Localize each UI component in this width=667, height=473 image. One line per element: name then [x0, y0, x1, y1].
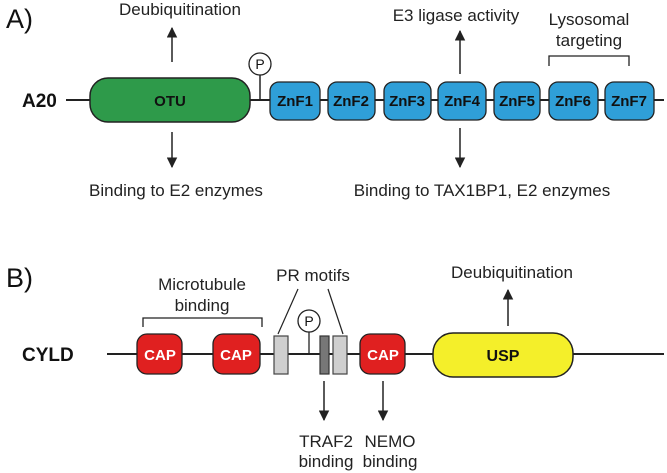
- lysosomal-bracket: [548, 55, 630, 66]
- nemo-label-line2: binding: [363, 452, 418, 471]
- deubiquitination-label-a: Deubiquitination: [119, 0, 241, 19]
- pr-motif-box-1: [273, 335, 289, 375]
- cap3-label: CAP: [367, 347, 399, 364]
- cap1-label: CAP: [144, 347, 176, 364]
- pr-motif-box-3: [332, 335, 348, 375]
- znf1-domain: [269, 81, 321, 121]
- znf2-label: ZnF2: [333, 93, 369, 110]
- panel-b: B) CYLD Microtubule binding CAP CAP CAP …: [6, 263, 664, 471]
- panel-b-label: B): [6, 263, 33, 293]
- deubiquitination-label-b: Deubiquitination: [451, 263, 573, 282]
- cap3-domain: [359, 333, 406, 375]
- binding-e2-label: Binding to E2 enzymes: [89, 181, 263, 200]
- nemo-label-line1: NEMO: [365, 432, 416, 451]
- panel-a: A) A20 OTU P ZnF1 ZnF2 ZnF3 ZnF4 ZnF5 Zn…: [6, 0, 664, 200]
- usp-label: USP: [487, 348, 520, 365]
- cap1-domain: [136, 333, 183, 375]
- traf2-label-line2: binding: [299, 452, 354, 471]
- znf1-label: ZnF1: [277, 93, 313, 110]
- znf3-domain: [383, 81, 432, 121]
- znf4-domain: [437, 81, 487, 121]
- phospho-label-b: P: [304, 313, 313, 329]
- usp-domain: [432, 332, 574, 378]
- lysosomal-label-line2: targeting: [556, 31, 622, 50]
- pr-motif-line-right: [327, 288, 344, 335]
- microtubule-label-line1: Microtubule: [158, 275, 246, 294]
- phospho-site-a: [248, 52, 272, 76]
- pr-motif-box-2: [319, 335, 330, 375]
- znf5-label: ZnF5: [499, 93, 535, 110]
- znf3-label: ZnF3: [389, 93, 425, 110]
- znf6-label: ZnF6: [555, 93, 591, 110]
- znf7-label: ZnF7: [611, 93, 647, 110]
- a20-label: A20: [22, 91, 57, 112]
- otu-domain: [89, 77, 251, 123]
- binding-tax-label: Binding to TAX1BP1, E2 enzymes: [354, 181, 610, 200]
- pr-motif-line-left: [277, 288, 299, 335]
- cap2-label: CAP: [220, 347, 252, 364]
- znf4-label: ZnF4: [444, 93, 480, 110]
- lysosomal-label-line1: Lysosomal: [549, 10, 630, 29]
- microtubule-label-line2: binding: [175, 296, 230, 315]
- otu-label: OTU: [154, 93, 186, 110]
- panel-a-label: A): [6, 4, 33, 34]
- e3-ligase-label: E3 ligase activity: [393, 6, 520, 25]
- znf2-domain: [327, 81, 376, 121]
- znf7-domain: [604, 81, 655, 121]
- znf5-domain: [493, 81, 541, 121]
- phospho-site-b: [297, 309, 321, 333]
- phospho-label-a: P: [255, 56, 264, 72]
- znf6-domain: [548, 81, 599, 121]
- cap2-domain: [212, 333, 261, 375]
- traf2-label-line1: TRAF2: [299, 432, 353, 451]
- pr-motifs-label: PR motifs: [276, 266, 350, 285]
- cyld-label: CYLD: [22, 345, 74, 366]
- microtubule-bracket: [142, 317, 263, 327]
